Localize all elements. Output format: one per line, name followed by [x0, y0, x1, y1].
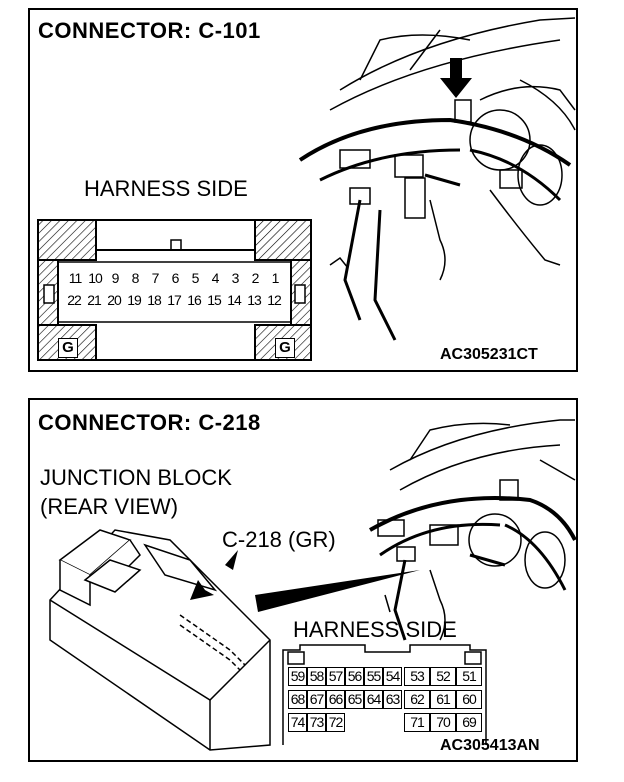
c218-pin: 57 — [326, 667, 345, 686]
c218-pin: 69 — [456, 713, 482, 732]
c218-connector-outline — [282, 644, 487, 745]
c218-pin: 56 — [345, 667, 364, 686]
c218-pin: 55 — [364, 667, 383, 686]
c218-pin: 52 — [430, 667, 456, 686]
c218-pin: 70 — [430, 713, 456, 732]
c101-pin: 8 — [131, 270, 140, 286]
c101-pin: 7 — [151, 270, 160, 286]
c218-dashboard-sketch — [369, 419, 577, 641]
c101-pin: 10 — [88, 270, 103, 286]
c101-pin: 4 — [211, 270, 220, 286]
c218-callout-arrow — [190, 550, 238, 600]
c101-pin: 2 — [251, 270, 260, 286]
c101-pin: 16 — [187, 292, 202, 308]
c218-pin: 73 — [307, 713, 326, 732]
c218-junction-block-label: JUNCTION BLOCK — [40, 465, 232, 490]
c218-pin: 64 — [364, 690, 383, 709]
c218-callout-label: C-218 (GR) — [222, 527, 336, 552]
c218-rear-view-label: (REAR VIEW) — [40, 494, 179, 519]
connector-c101-title: CONNECTOR: C-101 — [38, 18, 261, 43]
c218-pin: 58 — [307, 667, 326, 686]
c218-pin: 61 — [430, 690, 456, 709]
c101-ground-right: G — [275, 338, 295, 358]
c101-pin: 1 — [271, 270, 280, 286]
c218-pin: 60 — [456, 690, 482, 709]
c101-pin: 22 — [67, 292, 82, 308]
c101-figure-code: AC305231CT — [440, 346, 538, 363]
c101-pin: 12 — [267, 292, 282, 308]
c101-connector-body — [37, 219, 312, 361]
c218-wedge-pointer — [255, 570, 420, 612]
c101-pin: 21 — [87, 292, 102, 308]
c101-pin: 18 — [147, 292, 162, 308]
c218-pin: 59 — [288, 667, 307, 686]
c218-pin: 71 — [404, 713, 430, 732]
c101-dashboard-sketch — [298, 17, 576, 341]
c101-pin: 15 — [207, 292, 222, 308]
c101-pin: 3 — [231, 270, 240, 286]
c101-location-arrow — [440, 58, 472, 98]
c101-pin: 11 — [68, 270, 83, 286]
junction-block-sketch — [49, 529, 271, 751]
c218-harness-side-label: HARNESS SIDE — [293, 617, 457, 642]
c101-pin: 13 — [247, 292, 262, 308]
c101-pin: 6 — [171, 270, 180, 286]
c101-pin: 17 — [167, 292, 182, 308]
c218-pin: 66 — [326, 690, 345, 709]
connector-c218-title: CONNECTOR: C-218 — [38, 410, 261, 435]
c218-pin: 54 — [383, 667, 402, 686]
c218-figure-code: AC305413AN — [440, 737, 540, 754]
c218-pin: 72 — [326, 713, 345, 732]
c218-pin: 53 — [404, 667, 430, 686]
c101-pin: 9 — [111, 270, 120, 286]
c218-pin: 62 — [404, 690, 430, 709]
c101-pin: 5 — [191, 270, 200, 286]
c218-pin: 65 — [345, 690, 364, 709]
c101-pin: 20 — [107, 292, 122, 308]
c218-pin: 63 — [383, 690, 402, 709]
c101-pin: 14 — [227, 292, 242, 308]
c101-pin: 19 — [127, 292, 142, 308]
c218-pin: 51 — [456, 667, 482, 686]
c101-ground-left: G — [58, 338, 78, 358]
c218-pin: 74 — [288, 713, 307, 732]
c101-harness-side-label: HARNESS SIDE — [84, 176, 248, 201]
c218-pin: 67 — [307, 690, 326, 709]
c218-pin: 68 — [288, 690, 307, 709]
